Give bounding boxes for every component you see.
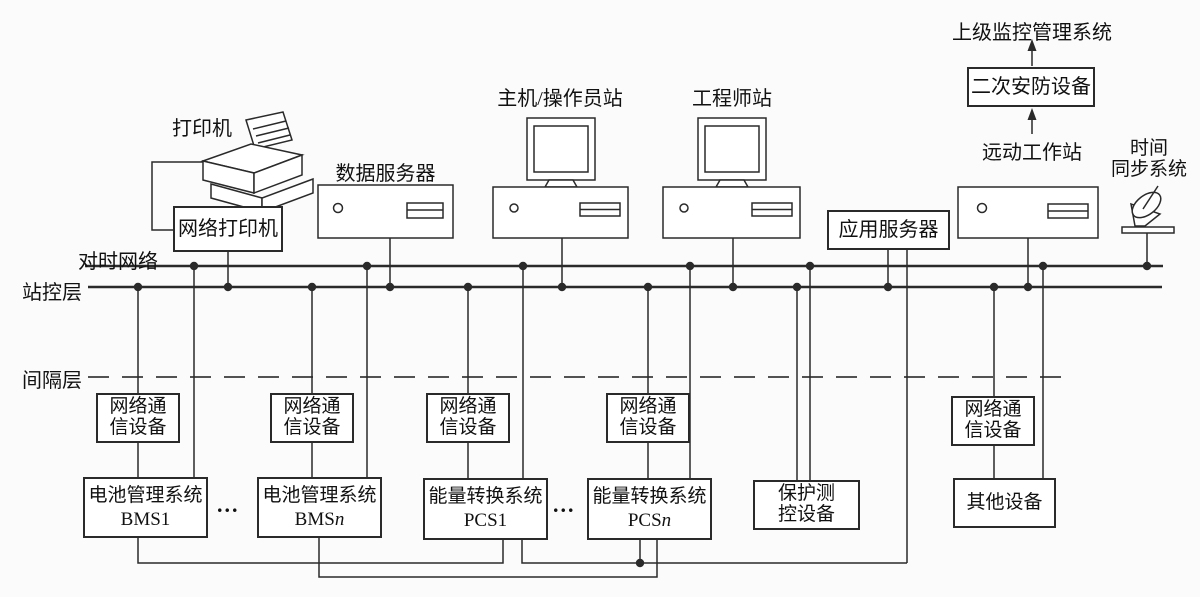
box-protection-device: 保护测 控设备 — [753, 480, 860, 530]
box-bmsn: 电池管理系统 BMSn — [257, 477, 382, 538]
label-bay-layer: 间隔层 — [22, 370, 82, 392]
comm-device-4-line2: 信设备 — [619, 417, 677, 438]
box-app-server-label: 应用服务器 — [838, 218, 939, 241]
remote-workstation-server-icon — [957, 186, 1099, 239]
label-time-network-layer: 对时网络 — [78, 251, 158, 273]
box-other-device: 其他设备 — [953, 478, 1056, 528]
protection-line1: 保护测 — [777, 483, 835, 505]
pcsn-code: PCSn — [627, 510, 672, 531]
pcsn-name: 能量转换系统 — [592, 486, 707, 508]
box-comm-device-2: 网络通 信设备 — [270, 393, 354, 443]
bottom-routing-lines — [137, 538, 907, 578]
ellipsis-bms: ... — [217, 492, 240, 517]
lan-drop-lines — [137, 289, 995, 480]
box-security-equipment-label: 二次安防设备 — [971, 75, 1091, 98]
box-comm-device-4: 网络通 信设备 — [606, 393, 690, 443]
box-comm-device-5: 网络通 信设备 — [951, 396, 1035, 446]
time-sync-satellite-icon — [1121, 185, 1175, 264]
box-bms1: 电池管理系统 BMS1 — [83, 477, 208, 538]
comm-device-5-line2: 信设备 — [964, 420, 1022, 441]
printer-icon — [200, 111, 314, 214]
printer-connection-line — [151, 161, 204, 231]
comm-device-4-line1: 网络通 — [619, 396, 677, 418]
label-time-sync-line2: 同步系统 — [1110, 158, 1187, 180]
bmsn-code: BMSn — [294, 508, 345, 530]
box-pcs1: 能量转换系统 PCS1 — [423, 478, 548, 540]
bms1-code: BMS1 — [120, 508, 171, 530]
bmsn-name: 电池管理系统 — [262, 484, 377, 506]
label-data-server: 数据服务器 — [335, 163, 436, 185]
box-network-printer-label: 网络打印机 — [178, 217, 278, 240]
time-network-drop-lines — [193, 268, 1044, 480]
label-time-sync-line1: 时间 — [1129, 138, 1168, 159]
ellipsis-pcs: ... — [553, 492, 576, 517]
label-printer: 打印机 — [172, 118, 232, 140]
label-remote-workstation: 远动工作站 — [982, 142, 1082, 164]
box-network-printer: 网络打印机 — [173, 206, 283, 252]
pcs1-name: 能量转换系统 — [428, 486, 543, 508]
junction-dots — [133, 261, 1152, 568]
box-comm-device-1: 网络通 信设备 — [96, 393, 180, 443]
box-app-server: 应用服务器 — [827, 210, 950, 250]
operator-station-computer-icon — [492, 117, 629, 239]
comm-device-3-line1: 网络通 — [439, 396, 497, 418]
arrow-remote-to-security — [1027, 108, 1037, 134]
comm-device-2-line1: 网络通 — [283, 396, 341, 418]
pcs1-code: PCS1 — [463, 510, 508, 531]
box-comm-device-3: 网络通 信设备 — [426, 393, 510, 443]
label-parent-system: 上级监控管理系统 — [952, 22, 1112, 44]
box-security-equipment: 二次安防设备 — [967, 67, 1095, 107]
box-pcsn: 能量转换系统 PCSn — [587, 478, 712, 540]
label-engineer-station: 工程师站 — [692, 88, 772, 110]
comm-device-1-line2: 信设备 — [109, 417, 167, 438]
label-time-sync-system: 时间 同步系统 — [1103, 138, 1195, 181]
comm-device-5-line1: 网络通 — [964, 399, 1022, 421]
bms1-name: 电池管理系统 — [88, 484, 203, 506]
protection-line2: 控设备 — [777, 504, 835, 525]
data-server-icon — [317, 184, 454, 239]
other-device-label: 其他设备 — [966, 492, 1043, 514]
label-station-control-layer: 站控层 — [22, 282, 82, 304]
comm-device-2-line2: 信设备 — [283, 417, 341, 438]
arrow-security-to-parent-system — [1027, 39, 1037, 66]
comm-device-3-line2: 信设备 — [439, 417, 497, 438]
label-operator-station: 主机/操作员站 — [497, 88, 623, 110]
comm-device-1-line1: 网络通 — [109, 396, 167, 418]
engineer-station-computer-icon — [662, 117, 801, 239]
